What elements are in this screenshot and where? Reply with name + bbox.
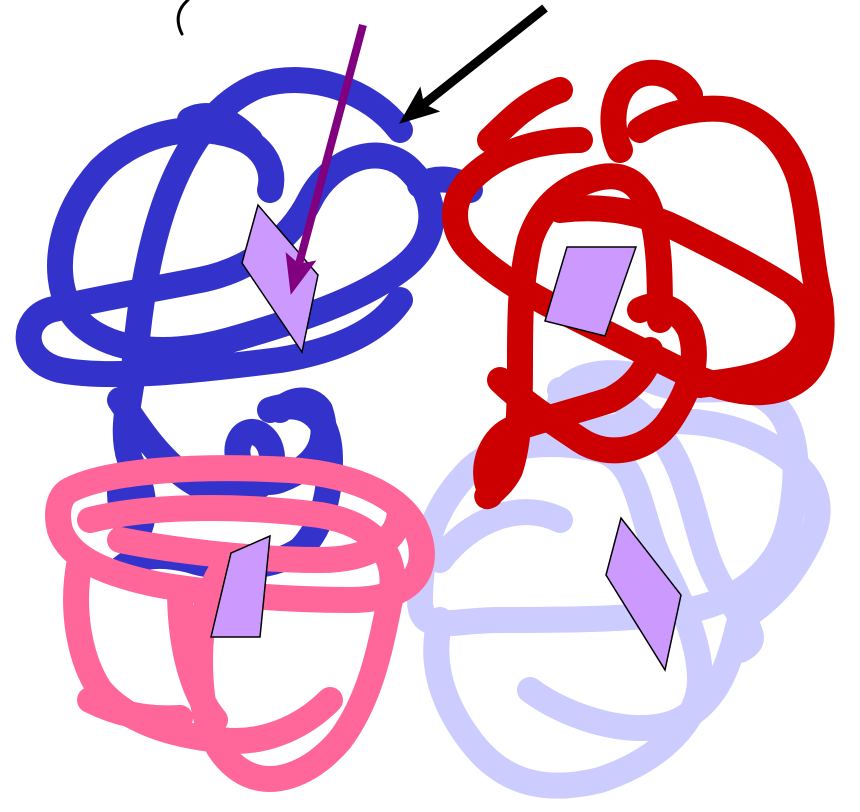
heme-group-beta-1	[545, 247, 636, 336]
partial-arc-top	[178, 0, 188, 34]
chain-pointer-arrow	[424, 8, 545, 104]
heme-pointer-arrow	[299, 25, 363, 264]
